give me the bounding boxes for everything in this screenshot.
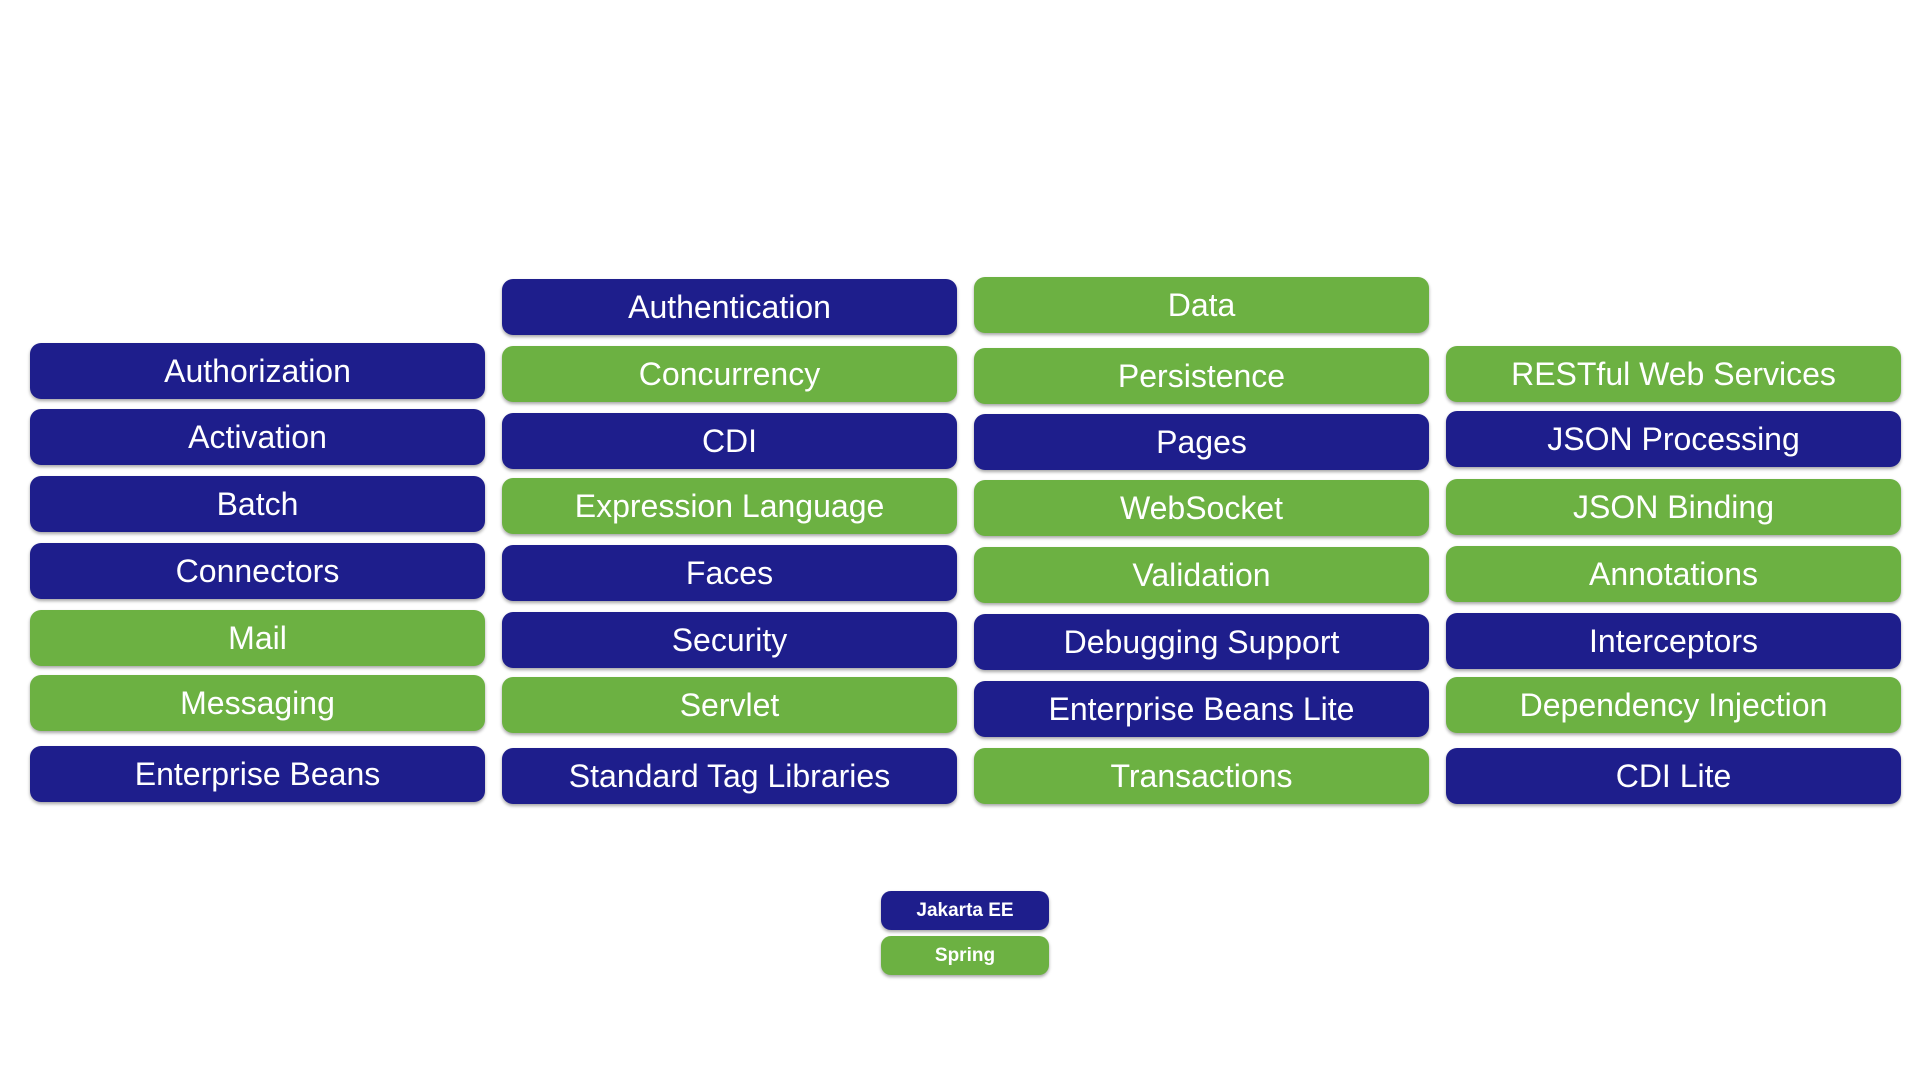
tile-cdi: CDI bbox=[502, 413, 957, 469]
tile-data: Data bbox=[974, 277, 1429, 333]
tile-restful-web-services: RESTful Web Services bbox=[1446, 346, 1901, 402]
tile-concurrency: Concurrency bbox=[502, 346, 957, 402]
tile-json-processing: JSON Processing bbox=[1446, 411, 1901, 467]
tile-connectors: Connectors bbox=[30, 543, 485, 599]
tile-batch: Batch bbox=[30, 476, 485, 532]
tile-security: Security bbox=[502, 612, 957, 668]
tile-cdi-lite: CDI Lite bbox=[1446, 748, 1901, 804]
tile-websocket: WebSocket bbox=[974, 480, 1429, 536]
tile-mail: Mail bbox=[30, 610, 485, 666]
tile-expression-language: Expression Language bbox=[502, 478, 957, 534]
tile-validation: Validation bbox=[974, 547, 1429, 603]
tile-messaging: Messaging bbox=[30, 675, 485, 731]
tile-standard-tag-libraries: Standard Tag Libraries bbox=[502, 748, 957, 804]
legend-item-jakarta-ee: Jakarta EE bbox=[881, 891, 1049, 930]
tile-transactions: Transactions bbox=[974, 748, 1429, 804]
tile-annotations: Annotations bbox=[1446, 546, 1901, 602]
tile-enterprise-beans-lite: Enterprise Beans Lite bbox=[974, 681, 1429, 737]
legend-item-spring: Spring bbox=[881, 936, 1049, 975]
tile-activation: Activation bbox=[30, 409, 485, 465]
tile-faces: Faces bbox=[502, 545, 957, 601]
tile-debugging-support: Debugging Support bbox=[974, 614, 1429, 670]
tile-dependency-injection: Dependency Injection bbox=[1446, 677, 1901, 733]
tile-authentication: Authentication bbox=[502, 279, 957, 335]
tile-interceptors: Interceptors bbox=[1446, 613, 1901, 669]
tile-pages: Pages bbox=[974, 414, 1429, 470]
tile-enterprise-beans: Enterprise Beans bbox=[30, 746, 485, 802]
tile-persistence: Persistence bbox=[974, 348, 1429, 404]
tile-servlet: Servlet bbox=[502, 677, 957, 733]
tile-json-binding: JSON Binding bbox=[1446, 479, 1901, 535]
tile-authorization: Authorization bbox=[30, 343, 485, 399]
